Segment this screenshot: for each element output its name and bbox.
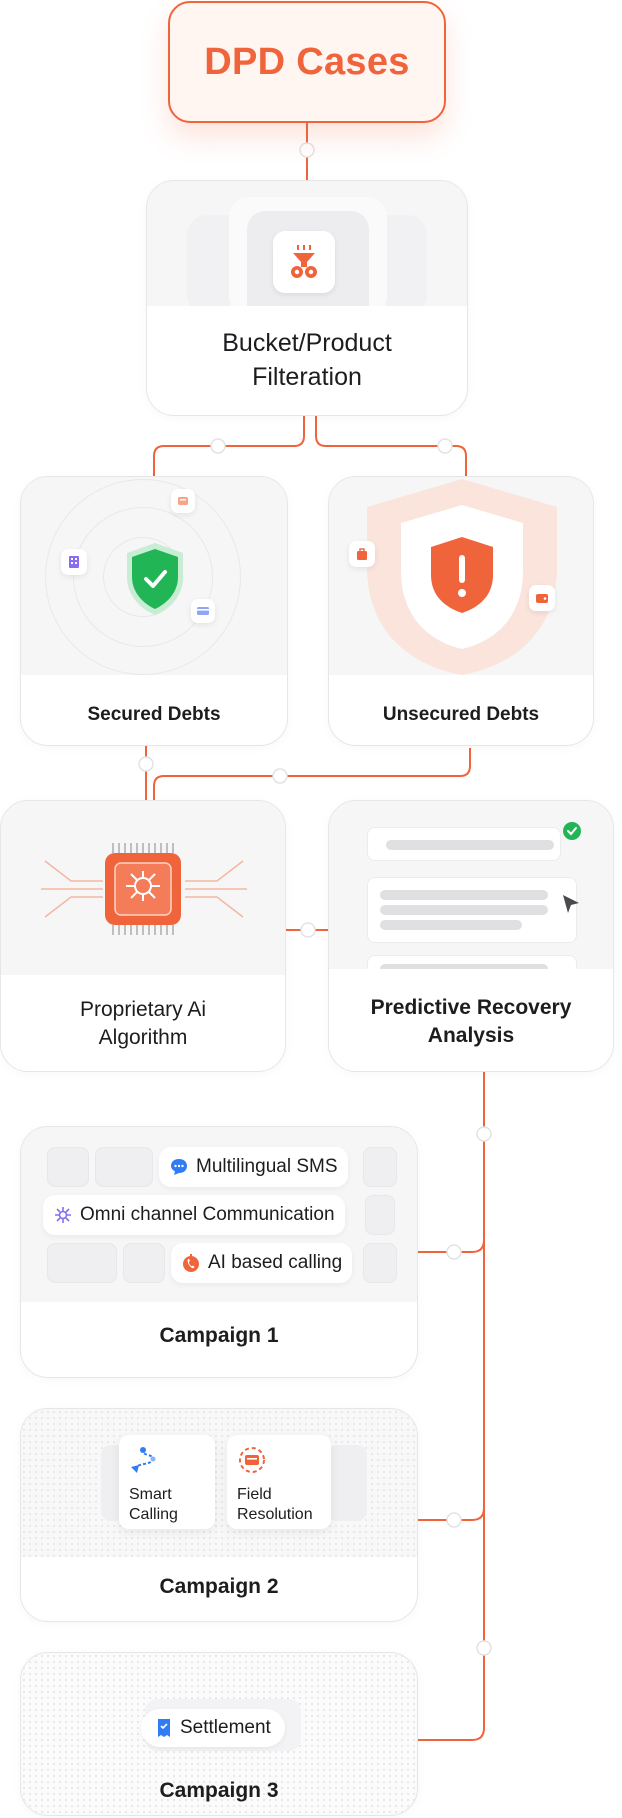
connector-to-campaign2: [418, 1507, 485, 1521]
connector-node: [437, 438, 453, 454]
wallet-icon: [529, 585, 555, 611]
ai-calling-chip: AI based calling: [171, 1243, 353, 1283]
campaign-2-title: Campaign 2: [159, 1575, 279, 1598]
campaign-1-channels: Multilingual SMS Omni channel Communicat…: [21, 1127, 417, 1302]
field-resolution-tile: Field Resolution: [227, 1435, 331, 1529]
proprietary-ai-algorithm-card[interactable]: Proprietary Ai Algorithm: [0, 800, 286, 1072]
header-title: DPD Cases: [204, 40, 410, 83]
card-icon: [191, 599, 215, 623]
connector-node: [210, 438, 226, 454]
shield-check-icon: [123, 541, 187, 622]
unsecured-debts-title: Unsecured Debts: [382, 704, 540, 725]
chat-bubble-icon: [171, 1159, 187, 1175]
check-circle-icon: [562, 821, 582, 846]
connector-to-campaign1: [418, 1239, 485, 1253]
algorithm-title: Proprietary Ai Algorithm: [79, 998, 207, 1050]
connector-unsecured-to-algorithm: [153, 748, 471, 800]
ai-call-icon: [183, 1254, 199, 1272]
connector-node: [446, 1244, 462, 1260]
campaign-2-card[interactable]: Smart Calling Field Resolution Campaign …: [20, 1408, 418, 1622]
connector-node: [446, 1512, 462, 1528]
connector-node: [299, 142, 315, 158]
settlement-label: Settlement: [180, 1717, 271, 1738]
smart-calling-tile: Smart Calling: [119, 1435, 215, 1529]
omni-channel-label: Omni channel Communication: [80, 1204, 335, 1225]
campaign-1-card[interactable]: Multilingual SMS Omni channel Communicat…: [20, 1126, 418, 1378]
connector-node: [138, 756, 154, 772]
settlement-chip: Settlement: [141, 1709, 285, 1747]
filter-illustration: [147, 181, 467, 306]
connector-node: [476, 1640, 492, 1656]
connector-node: [272, 768, 288, 784]
ai-chip-icon: [105, 853, 181, 925]
multilingual-sms-label: Multilingual SMS: [196, 1156, 338, 1177]
bucket-product-filteration-card[interactable]: Bucket/Product Filteration: [146, 180, 468, 416]
predictive-illustration: [329, 801, 613, 969]
campaign-1-title: Campaign 1: [159, 1324, 279, 1347]
campaign-2-tools: Smart Calling Field Resolution: [21, 1409, 417, 1557]
bag-icon: [349, 541, 375, 567]
route-call-icon: [131, 1447, 156, 1473]
shield-alert-icon: [357, 479, 567, 675]
unsecured-debts-card[interactable]: Unsecured Debts: [328, 476, 594, 746]
predictive-title: Predictive Recovery Analysis: [370, 996, 572, 1048]
cursor-icon: [561, 893, 581, 920]
secured-debts-card[interactable]: Secured Debts: [20, 476, 288, 746]
network-icon: [55, 1207, 71, 1223]
building-icon: [61, 549, 87, 575]
funnel-gear-icon: [273, 231, 335, 293]
multilingual-sms-chip: Multilingual SMS: [159, 1147, 348, 1187]
connector-node: [300, 922, 316, 938]
filter-title: Bucket/Product Filteration: [222, 329, 392, 391]
document-icon: [171, 489, 195, 513]
connector-predictive-to-campaign3: [418, 1072, 485, 1741]
omni-channel-chip: Omni channel Communication: [43, 1195, 345, 1235]
receipt-icon: [158, 1719, 170, 1737]
connector-filter-to-secured: [153, 416, 305, 476]
campaign-3-card[interactable]: Settlement Campaign 3: [20, 1652, 418, 1816]
field-resolution-label: Field Resolution: [237, 1486, 313, 1523]
secured-illustration: [21, 477, 287, 675]
secured-debts-title: Secured Debts: [87, 704, 221, 725]
connector-node: [476, 1126, 492, 1142]
smart-calling-label: Smart Calling: [129, 1486, 178, 1523]
campaign-3-title: Campaign 3: [159, 1779, 279, 1802]
unsecured-illustration: [329, 477, 593, 675]
predictive-recovery-analysis-card[interactable]: Predictive Recovery Analysis: [328, 800, 614, 1072]
field-resolution-icon: [239, 1447, 265, 1473]
dpd-cases-header[interactable]: DPD Cases: [168, 1, 446, 123]
connector-filter-to-unsecured: [315, 416, 467, 476]
ai-calling-label: AI based calling: [208, 1252, 343, 1273]
ai-chip-illustration: [1, 801, 285, 975]
